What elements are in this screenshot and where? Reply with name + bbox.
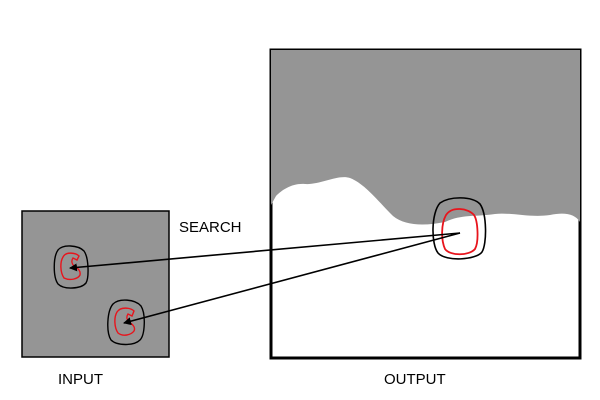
input-patch-bottom [107, 299, 145, 346]
search-label: SEARCH [179, 219, 242, 236]
input-patch-bottom-core [114, 307, 136, 336]
search-arrows [69, 232, 461, 326]
output-label: OUTPUT [384, 371, 446, 388]
input-texture-box [21, 210, 170, 358]
arrow-to-input-patch-bottom [123, 232, 461, 326]
input-patch-top-outline [53, 245, 89, 289]
output-patch-core [441, 208, 479, 256]
input-patch-top [53, 245, 89, 289]
input-label: INPUT [58, 371, 103, 388]
arrow-to-input-patch-top [69, 232, 461, 272]
output-panel: OUTPUT [269, 48, 582, 388]
input-patch-top-core [60, 252, 81, 281]
input-patch-bottom-outline [107, 299, 145, 346]
output-synthesized-region [271, 50, 580, 225]
input-panel: INPUT [21, 210, 170, 388]
